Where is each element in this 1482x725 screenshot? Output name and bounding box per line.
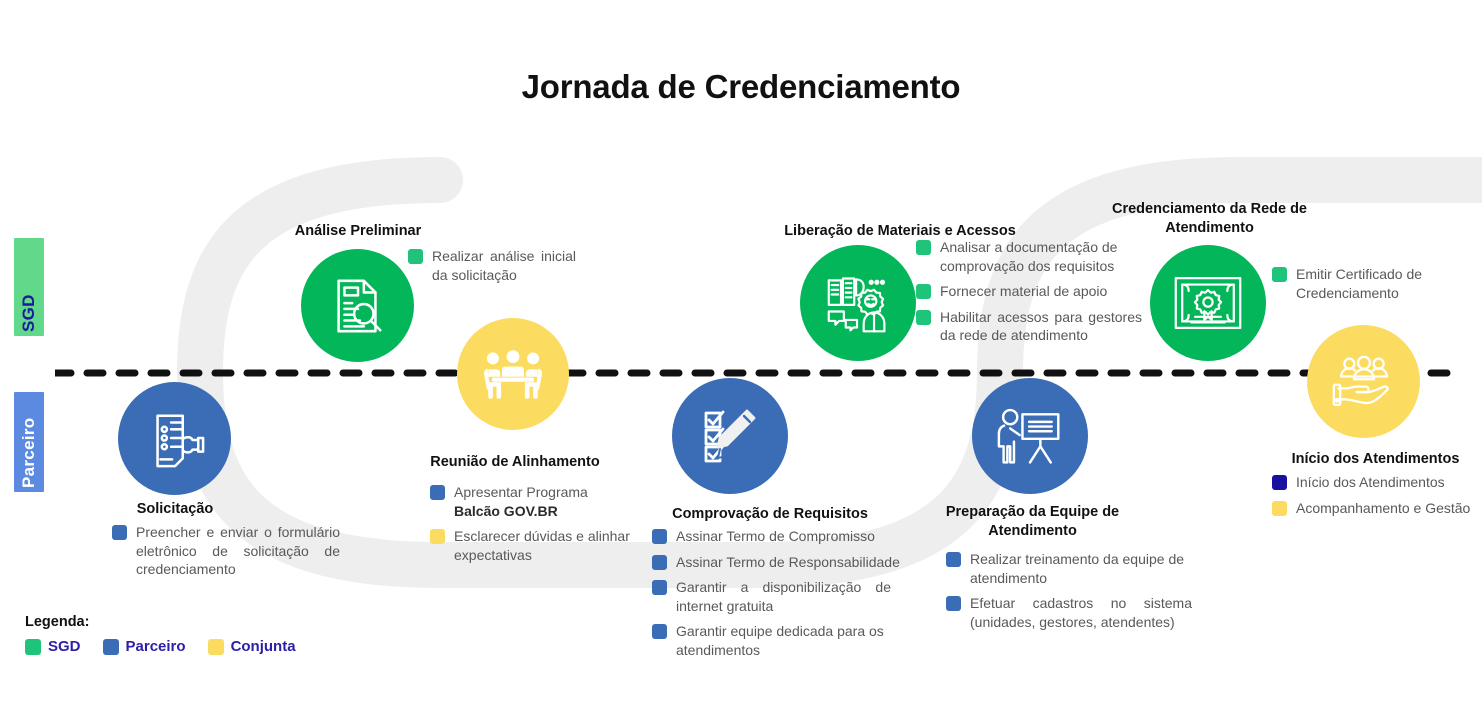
bullet-text: Preencher e enviar o formulário eletrôni… bbox=[136, 524, 340, 578]
legend-item-sgd: SGD bbox=[25, 638, 81, 655]
bullet-marker-green bbox=[916, 240, 931, 255]
bullet-marker-green bbox=[1272, 267, 1287, 282]
stage-title: Credenciamento da Rede de Atendimento bbox=[1112, 201, 1307, 236]
bullet-marker-blue bbox=[946, 596, 961, 612]
stage-bullets: Analisar a documentação de comprovação d… bbox=[916, 238, 1144, 352]
stage-title: Solicitação bbox=[136, 501, 214, 517]
stage-bullets: Apresentar Programa Balcão GOV.BR Esclar… bbox=[430, 483, 630, 571]
bullet-text: Assinar Termo de Compromisso bbox=[676, 528, 875, 544]
bullet-text: Realizar análise inicial da solicitação bbox=[432, 248, 576, 283]
bullet-item: Acompanhamento e Gestão bbox=[1272, 499, 1477, 518]
legend-label: Conjunta bbox=[230, 638, 296, 655]
checklist-pencil-icon bbox=[672, 378, 788, 494]
bullet-text: Fornecer material de apoio bbox=[940, 283, 1108, 300]
bullet-marker-blue bbox=[652, 529, 667, 544]
bullet-text: Analisar a documentação de comprovação d… bbox=[940, 239, 1118, 274]
bullet-marker-navy bbox=[1272, 475, 1287, 490]
bullet-item: Habilitar acessos para gestores da rede … bbox=[916, 308, 1144, 345]
bullet-item: Garantir equipe dedicada para os atendim… bbox=[652, 622, 962, 659]
bullet-text: Habilitar acessos para gestores da rede … bbox=[940, 308, 1142, 344]
legend-label: Parceiro bbox=[125, 638, 186, 655]
stage-bullets: Realizar análise inicial da solicitação bbox=[408, 247, 576, 291]
bullet-text: Garantir a disponibilização de internet … bbox=[676, 579, 891, 614]
stage-title: Preparação da Equipe de Atendimento bbox=[945, 504, 1120, 539]
bullet-marker-green bbox=[408, 249, 423, 264]
bullet-text: Garantir equipe dedicada para os atendim… bbox=[676, 623, 884, 659]
bullet-marker-blue bbox=[430, 485, 445, 500]
bullet-marker-blue bbox=[112, 525, 127, 540]
bullet-marker-yellow bbox=[430, 529, 445, 545]
page-title: Jornada de Credenciamento bbox=[521, 68, 961, 105]
bullet-text: Esclarecer dúvidas e alinhar expectativa… bbox=[454, 528, 630, 563]
timeline-dashed-line bbox=[55, 369, 1455, 377]
bullet-item: Preencher e enviar o formulário eletrôni… bbox=[112, 523, 340, 579]
stage-bullets: Assinar Termo de Compromisso Assinar Ter… bbox=[652, 527, 962, 667]
bullet-item: Início dos Atendimentos bbox=[1272, 473, 1477, 492]
stage-bullets: Preencher e enviar o formulário eletrôni… bbox=[112, 523, 340, 586]
bullet-item: Realizar análise inicial da solicitação bbox=[408, 247, 576, 284]
trainer-board-icon bbox=[972, 378, 1088, 494]
bullet-item: Efetuar cadastros no sistema (unidades, … bbox=[946, 594, 1194, 631]
bullet-text: Início dos Atendimentos bbox=[1296, 474, 1445, 490]
legend-marker-green bbox=[25, 638, 41, 655]
hand-people-icon bbox=[1307, 325, 1420, 438]
stage-bullets: Início dos Atendimentos Acompanhamento e… bbox=[1272, 473, 1477, 524]
stage-title: Análise Preliminar bbox=[294, 223, 422, 239]
materials-support-icon bbox=[800, 245, 916, 361]
legend-title: Legenda: bbox=[25, 614, 90, 630]
bullet-item: Fornecer material de apoio bbox=[916, 282, 1144, 301]
lane-label-parceiro: Parceiro bbox=[14, 392, 44, 492]
stage-title: Início dos Atendimentos bbox=[1291, 451, 1460, 467]
stage-title: Liberação de Materiais e Acessos bbox=[784, 223, 1016, 239]
bullet-item: Analisar a documentação de comprovação d… bbox=[916, 238, 1144, 275]
legend: Legenda: SGD Parceiro Conjunta bbox=[25, 614, 318, 655]
bullet-text: Acompanhamento e Gestão bbox=[1296, 499, 1471, 516]
bullet-item: Garantir a disponibilização de internet … bbox=[652, 578, 962, 615]
bullet-item: Apresentar Programa Balcão GOV.BR bbox=[430, 483, 630, 520]
legend-marker-yellow bbox=[207, 638, 224, 655]
legend-item-conjunta: Conjunta bbox=[207, 638, 296, 655]
bullet-item: Assinar Termo de Responsabilidade bbox=[652, 553, 962, 572]
bullet-marker-blue bbox=[652, 624, 667, 640]
bullet-text: Assinar Termo de Responsabilidade bbox=[676, 553, 900, 570]
bullet-marker-blue bbox=[652, 580, 667, 596]
bullet-text: Efetuar cadastros no sistema (unidades, … bbox=[970, 595, 1192, 630]
legend-items: SGD Parceiro Conjunta bbox=[25, 638, 318, 655]
lane-label-sgd: SGD bbox=[14, 238, 44, 336]
meeting-table-icon bbox=[457, 318, 569, 430]
bullet-text: Apresentar Programa Balcão GOV.BR bbox=[454, 484, 588, 519]
stage-bullets: Emitir Certificado de Credenciamento bbox=[1272, 265, 1462, 309]
bullet-text: Realizar treinamento da equipe de atendi… bbox=[970, 551, 1185, 586]
stage-title: Comprovação de Requisitos bbox=[672, 506, 868, 522]
bullet-item: Emitir Certificado de Credenciamento bbox=[1272, 265, 1462, 302]
bullet-item: Assinar Termo de Compromisso bbox=[652, 527, 962, 546]
certificate-icon bbox=[1150, 245, 1266, 361]
bullet-text: Emitir Certificado de Credenciamento bbox=[1296, 266, 1423, 301]
stage-bullets: Realizar treinamento da equipe de atendi… bbox=[946, 550, 1194, 638]
document-magnifier-icon bbox=[301, 249, 414, 362]
bullet-marker-blue bbox=[946, 552, 961, 567]
bullet-marker-green bbox=[916, 284, 931, 300]
bullet-item: Esclarecer dúvidas e alinhar expectativa… bbox=[430, 527, 630, 564]
legend-label: SGD bbox=[48, 638, 81, 655]
bullet-marker-green bbox=[916, 309, 931, 325]
form-hand-icon bbox=[118, 382, 231, 495]
legend-marker-blue bbox=[102, 638, 119, 655]
bullet-marker-blue bbox=[652, 554, 667, 570]
stage-title: Reunião de Alinhamento bbox=[430, 454, 600, 470]
legend-item-parceiro: Parceiro bbox=[102, 638, 186, 655]
bullet-marker-yellow bbox=[1272, 500, 1287, 516]
bullet-item: Realizar treinamento da equipe de atendi… bbox=[946, 550, 1194, 587]
